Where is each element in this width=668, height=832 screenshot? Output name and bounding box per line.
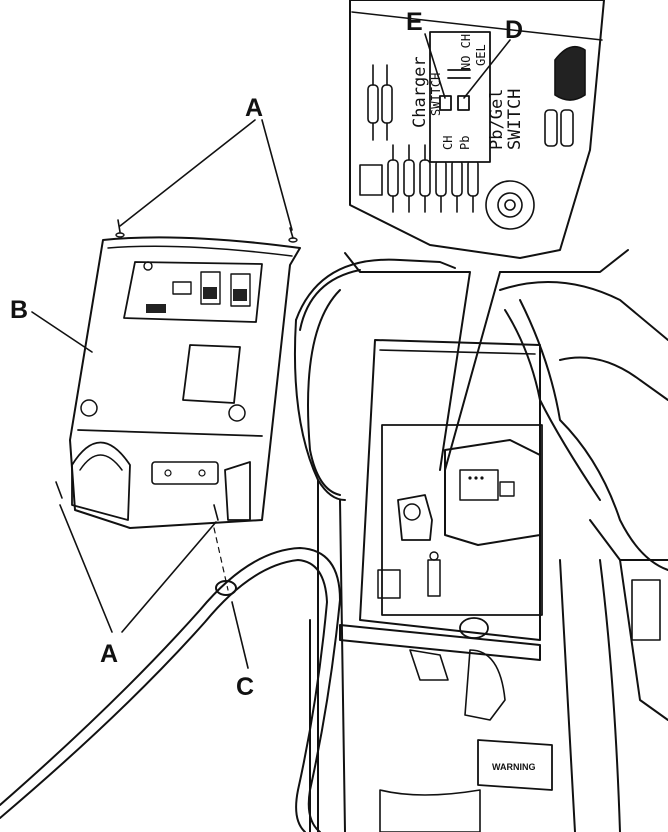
callout-d: D: [505, 16, 523, 44]
pcb-charger-switch-label: SWITCH: [429, 73, 443, 116]
pcb-ch-label: CH: [441, 136, 455, 150]
pcb-charger-label: Charger: [410, 56, 430, 128]
warning-decal-text: WARNING: [492, 762, 536, 772]
pcb-pb-gel-label: Pb/Gel: [487, 89, 507, 150]
pcb-gel-label: GEL: [474, 44, 488, 66]
callout-a-top: A: [245, 94, 263, 122]
cable-connector: C: [0, 547, 341, 832]
machine-body: WARNING: [293, 249, 668, 832]
callout-c: C: [236, 673, 254, 701]
callout-a-bottom: A: [100, 640, 118, 668]
pcb-detail-inset: Charger SWITCH NO CH GEL CH Pb Pb/Gel SW…: [349, 0, 605, 259]
callout-b: B: [10, 296, 28, 324]
pcb-no-ch-label: NO CH: [459, 34, 473, 70]
callout-e: E: [406, 8, 423, 36]
pcb-pb-label: Pb: [458, 136, 472, 150]
pcb-switch-label: SWITCH: [505, 89, 525, 150]
control-panel-cover: A B A: [10, 94, 301, 668]
